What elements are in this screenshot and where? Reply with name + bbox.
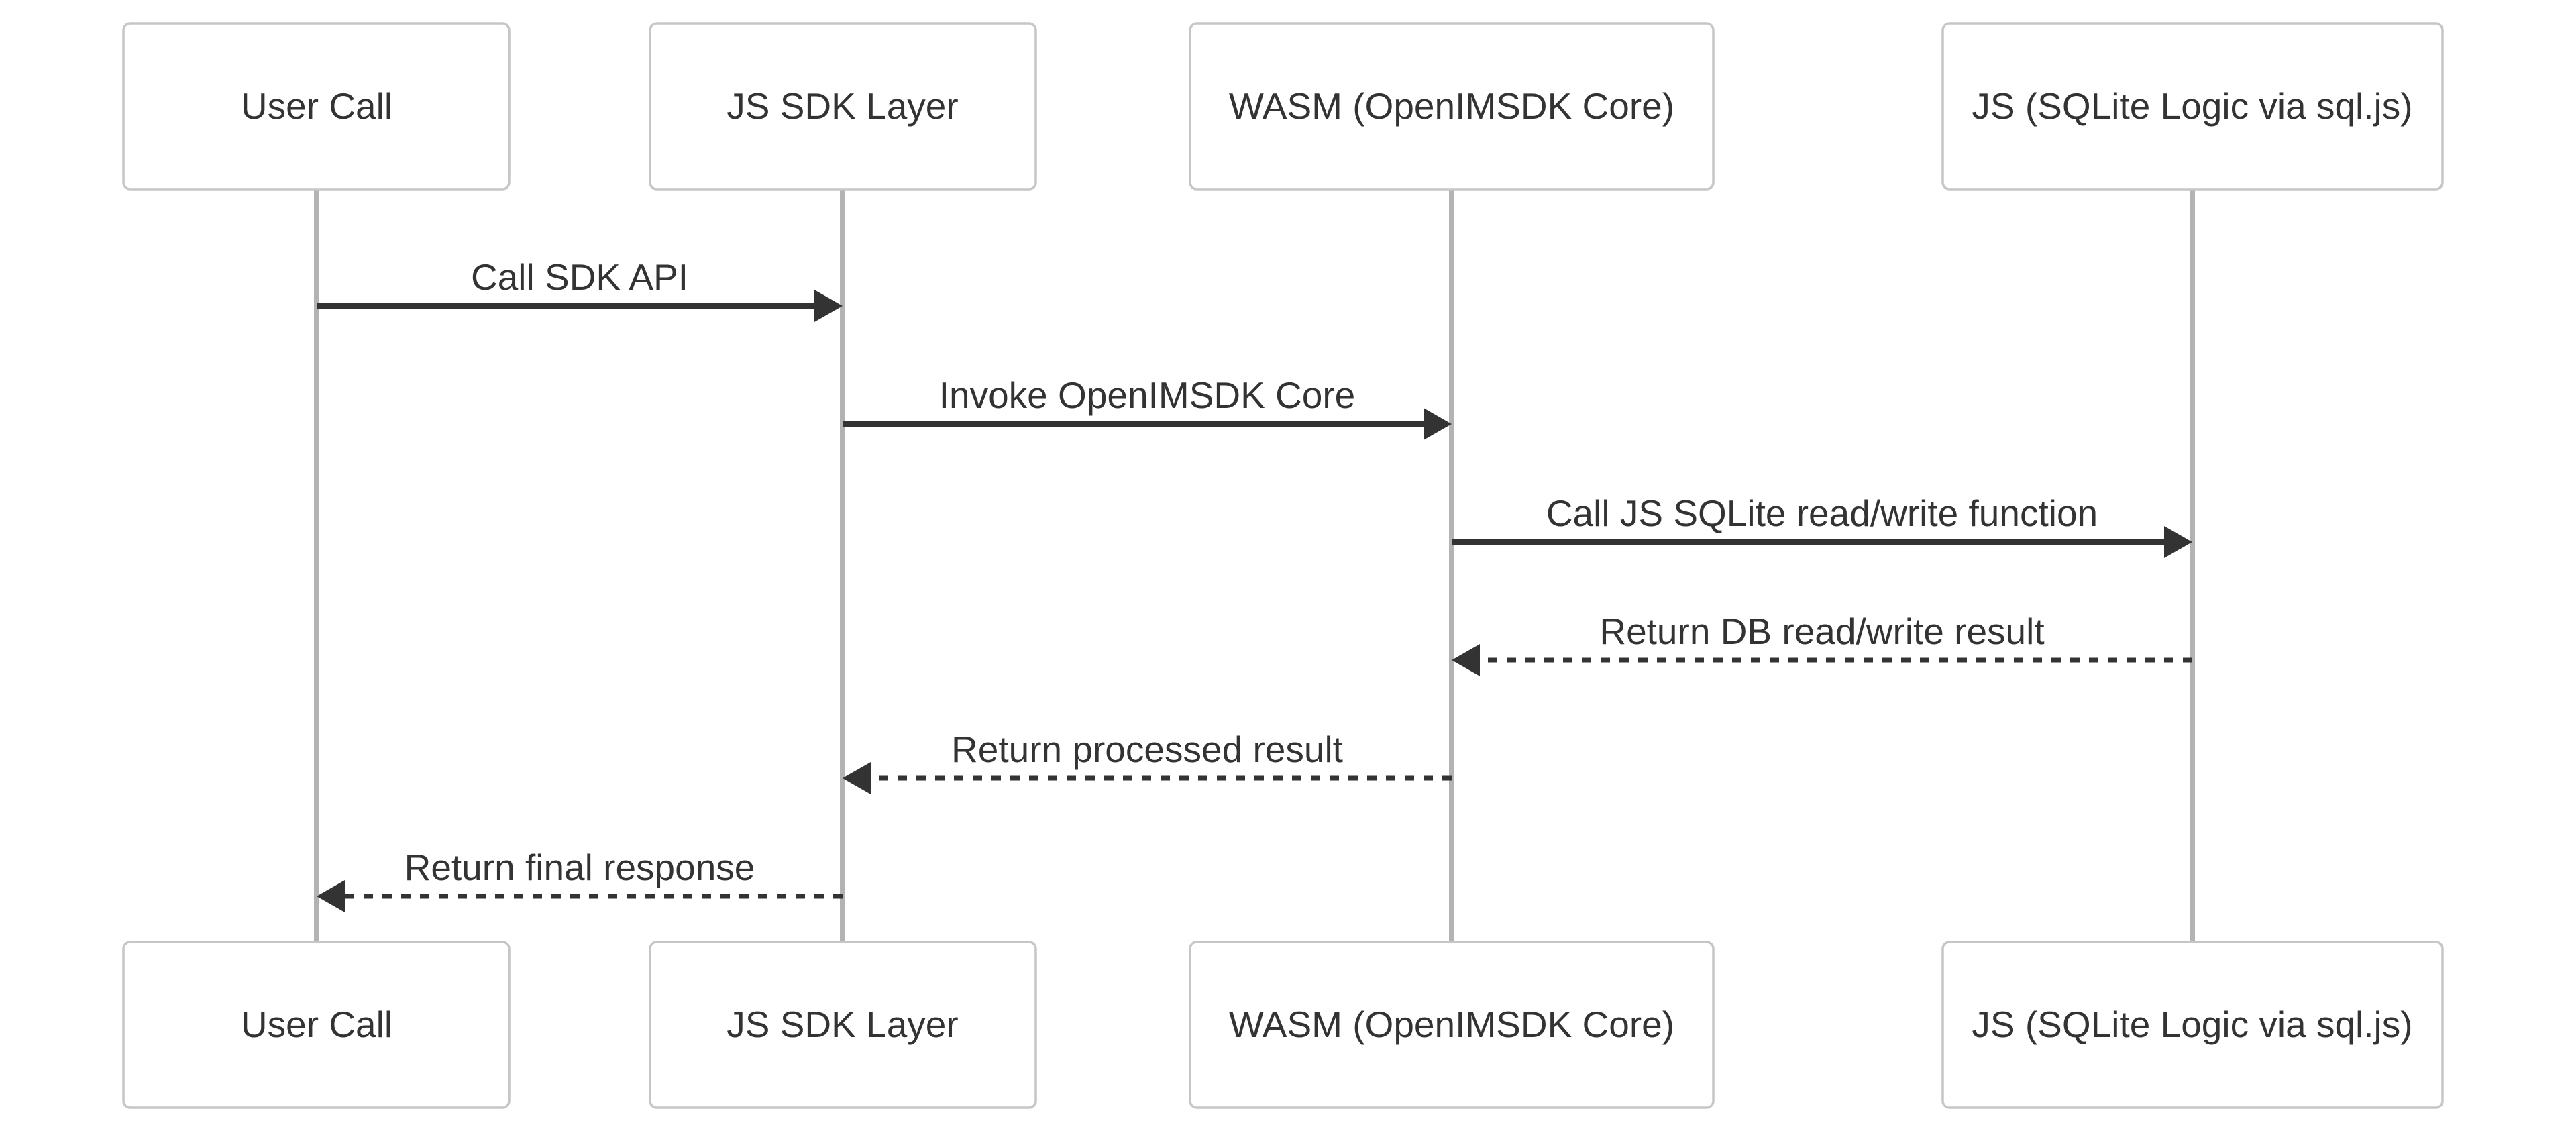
arrowhead-right-icon [2164, 526, 2192, 558]
message-label: Return DB read/write result [1599, 610, 2044, 652]
actor-top-wasm-core: WASM (OpenIMSDK Core) [1189, 22, 1715, 191]
message-label: Invoke OpenIMSDK Core [939, 374, 1356, 416]
message-call-js-sqlite-function: Call JS SQLite read/write function [1452, 492, 2192, 558]
arrowhead-right-icon [814, 290, 843, 322]
message-call-sdk-api: Call SDK API [317, 256, 843, 322]
actor-label: JS (SQLite Logic via sql.js) [1972, 85, 2412, 127]
arrowhead-right-icon [1424, 408, 1452, 440]
actor-label: WASM (OpenIMSDK Core) [1229, 85, 1674, 127]
actor-bottom-user-call: User Call [122, 941, 511, 1109]
actor-label: User Call [241, 1004, 392, 1045]
actor-label: WASM (OpenIMSDK Core) [1229, 1004, 1674, 1045]
arrowhead-left-icon [843, 762, 871, 794]
actor-box [122, 22, 511, 191]
message-label: Call JS SQLite read/write function [1546, 492, 2098, 534]
message-return-db-result: Return DB read/write result [1452, 610, 2192, 676]
actor-box [122, 941, 511, 1109]
actor-box [1941, 941, 2444, 1109]
actor-label: JS (SQLite Logic via sql.js) [1972, 1004, 2412, 1045]
actor-box [1189, 22, 1715, 191]
message-invoke-openimsdk-core: Invoke OpenIMSDK Core [843, 374, 1452, 440]
actor-box [649, 941, 1037, 1109]
arrowhead-left-icon [1452, 644, 1480, 676]
actor-bottom-js-sqlite: JS (SQLite Logic via sql.js) [1941, 941, 2444, 1109]
actor-bottom-wasm-core: WASM (OpenIMSDK Core) [1189, 941, 1715, 1109]
actor-label: User Call [241, 85, 392, 127]
arrowhead-left-icon [317, 880, 345, 912]
message-label: Call SDK API [471, 256, 688, 298]
actor-label: JS SDK Layer [727, 1004, 958, 1045]
actor-box [1189, 941, 1715, 1109]
actor-box [1941, 22, 2444, 191]
actor-box [649, 22, 1037, 191]
actor-bottom-js-sdk-layer: JS SDK Layer [649, 941, 1037, 1109]
message-label: Return final response [405, 847, 755, 888]
actor-top-user-call: User Call [122, 22, 511, 191]
actor-label: JS SDK Layer [727, 85, 958, 127]
message-return-final-response: Return final response [317, 847, 843, 912]
message-label: Return processed result [951, 729, 1343, 770]
message-return-processed-result: Return processed result [843, 729, 1452, 794]
actor-top-js-sqlite: JS (SQLite Logic via sql.js) [1941, 22, 2444, 191]
actor-top-js-sdk-layer: JS SDK Layer [649, 22, 1037, 191]
